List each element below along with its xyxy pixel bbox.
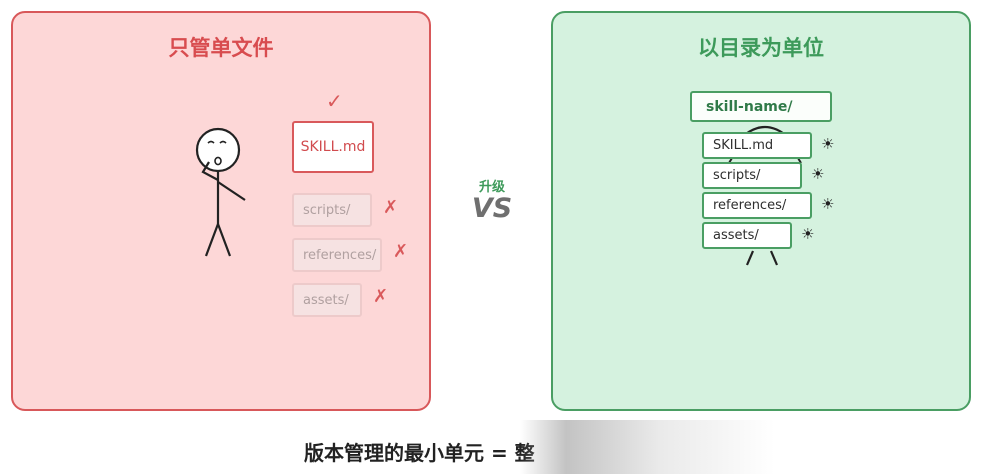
cross-mark-icon: ✗: [373, 286, 389, 307]
check-mark-icon: ✓: [326, 89, 343, 113]
faded-scripts-folder: scripts/: [292, 193, 372, 227]
upgrade-label: 升级: [478, 180, 505, 195]
cross-mark-icon: ✗: [393, 241, 409, 262]
assets-folder: assets/: [702, 222, 792, 249]
footer-fade-overlay: [520, 420, 983, 474]
sun-icon: ☀: [821, 195, 835, 213]
faded-references-folder: references/: [292, 238, 382, 272]
footer-caption: 版本管理的最小单元 = 整: [304, 441, 535, 465]
stick-figure-thinking: [189, 120, 253, 270]
right-panel-title: 以目录为单位: [698, 36, 824, 60]
skill-md-file: SKILL.md: [702, 132, 812, 159]
sun-icon: ☀: [801, 225, 815, 243]
directory-panel: 以目录为单位 skill-name/ SKILL.md ☀ scripts/ ☀…: [551, 11, 971, 411]
skill-directory: skill-name/: [690, 91, 832, 122]
faded-assets-folder: assets/: [292, 283, 362, 317]
references-folder: references/: [702, 192, 812, 219]
cross-mark-icon: ✗: [383, 197, 399, 218]
scripts-folder: scripts/: [702, 162, 802, 189]
left-panel-title: 只管单文件: [168, 36, 274, 60]
versus-label: 升级 VS: [467, 181, 517, 223]
skill-md-file: SKILL.md: [292, 121, 374, 173]
sun-icon: ☀: [811, 165, 825, 183]
vs-text: VS: [471, 193, 513, 224]
single-file-panel: 只管单文件 ✓ SKILL.md scripts/ ✗ references/ …: [11, 11, 431, 411]
sun-icon: ☀: [821, 135, 835, 153]
